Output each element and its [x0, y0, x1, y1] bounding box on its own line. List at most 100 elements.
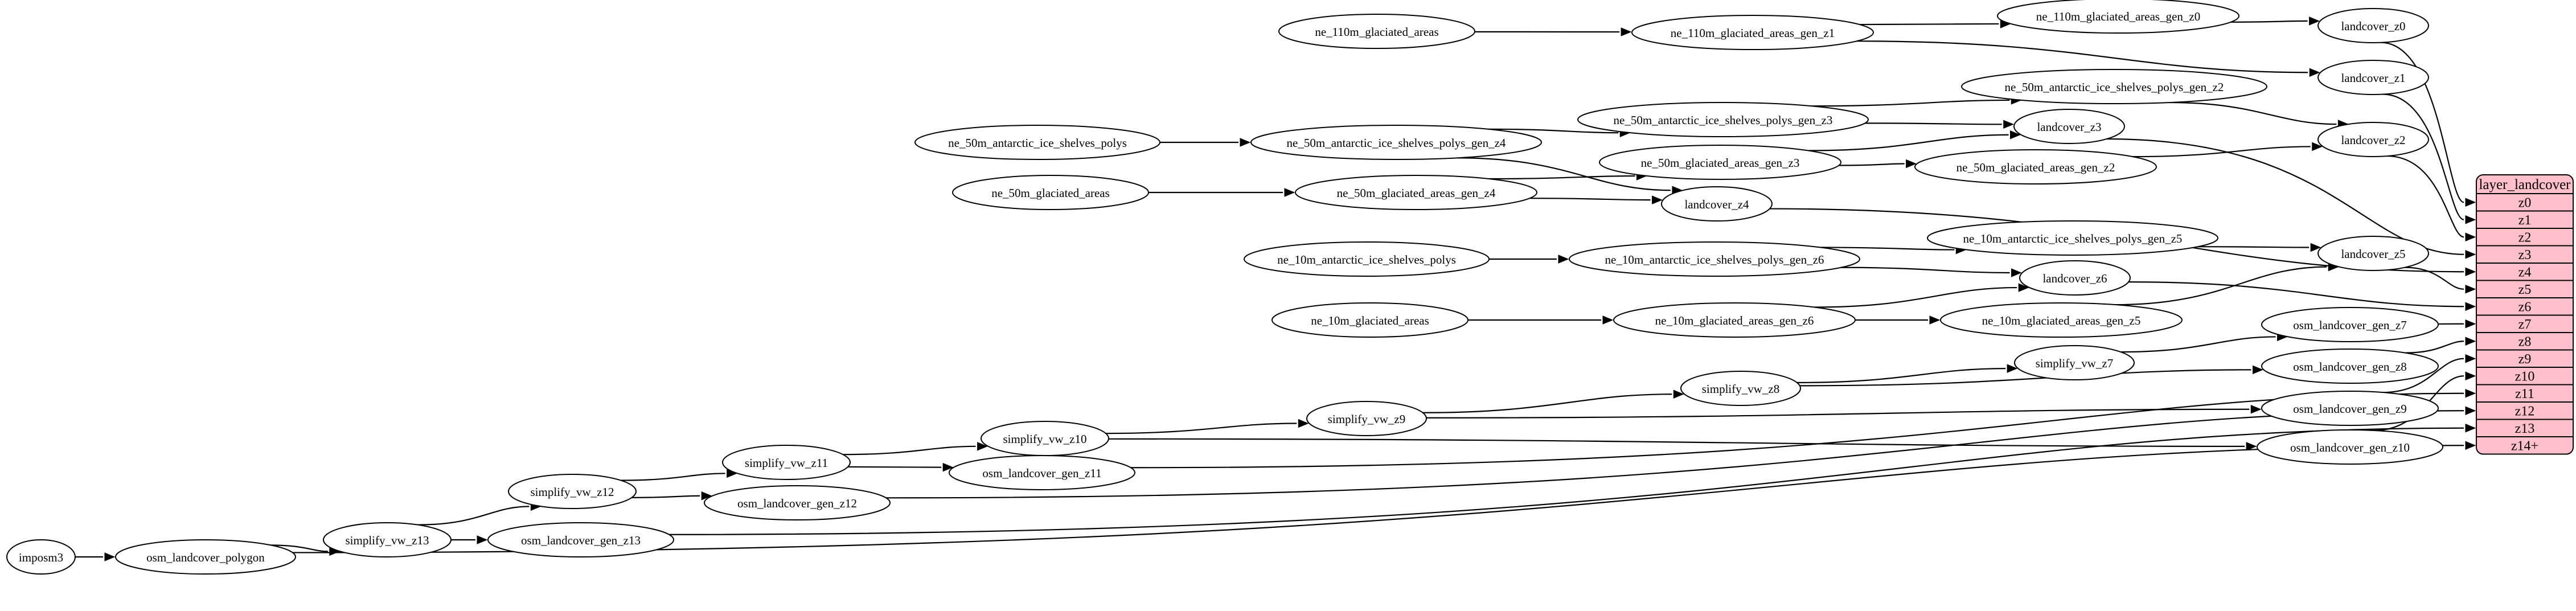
edge-arrowhead — [2465, 337, 2476, 346]
graph-node-landcover_z4[interactable]: landcover_z4 — [1661, 186, 1773, 222]
graph-node-osm_landcover_gen_z8[interactable]: osm_landcover_gen_z8 — [2261, 348, 2439, 384]
graph-node-ne_50m_antarctic_ice_shelves_polys_gen_z3[interactable]: ne_50m_antarctic_ice_shelves_polys_gen_z… — [1577, 102, 1869, 137]
edge-arrowhead — [2253, 365, 2263, 375]
graph-node-simplify_vw_z11[interactable]: simplify_vw_z11 — [722, 445, 851, 480]
node-shape — [6, 539, 76, 575]
graph-node-simplify_vw_z13[interactable]: simplify_vw_z13 — [323, 522, 452, 557]
node-shape — [1631, 15, 1874, 50]
graph-node-ne_50m_glaciated_areas_gen_z2[interactable]: ne_50m_glaciated_areas_gen_z2 — [1914, 149, 2157, 184]
node-shape — [1244, 241, 1490, 277]
graph-node-landcover_z6[interactable]: landcover_z6 — [2019, 260, 2131, 296]
table-row-z8[interactable]: z8 — [2518, 334, 2532, 349]
graph-node-osm_landcover_gen_z9[interactable]: osm_landcover_gen_z9 — [2261, 391, 2439, 426]
graph-node-imposm3[interactable]: imposm3 — [6, 539, 76, 575]
graph-node-ne_50m_glaciated_areas_gen_z3[interactable]: ne_50m_glaciated_areas_gen_z3 — [1599, 145, 1841, 180]
table-row-z5[interactable]: z5 — [2518, 282, 2532, 297]
edge-arrowhead — [2465, 198, 2476, 207]
graph-node-ne_50m_glaciated_areas[interactable]: ne_50m_glaciated_areas — [952, 175, 1149, 210]
graph-node-ne_10m_glaciated_areas_gen_z6[interactable]: ne_10m_glaciated_areas_gen_z6 — [1613, 302, 1856, 338]
edge-arrowhead — [2011, 268, 2022, 277]
graph-node-osm_landcover_gen_z10[interactable]: osm_landcover_gen_z10 — [2257, 429, 2443, 465]
graph-node-simplify_vw_z8[interactable]: simplify_vw_z8 — [1680, 371, 1801, 406]
graph-node-osm_landcover_gen_z13[interactable]: osm_landcover_gen_z13 — [487, 522, 674, 557]
table-row-z9[interactable]: z9 — [2518, 352, 2532, 367]
graph-node-simplify_vw_z7[interactable]: simplify_vw_z7 — [2014, 345, 2135, 380]
graph-edge — [631, 495, 700, 498]
table-row-z1[interactable]: z1 — [2518, 213, 2532, 228]
node-label: ne_10m_antarctic_ice_shelves_polys — [1277, 253, 1456, 266]
graph-edge — [1108, 438, 2245, 447]
graph-node-ne_50m_antarctic_ice_shelves_polys_gen_z4[interactable]: ne_50m_antarctic_ice_shelves_polys_gen_z… — [1250, 125, 1542, 160]
edge-arrowhead — [1929, 315, 1941, 325]
node-label: ne_50m_antarctic_ice_shelves_polys_gen_z… — [1614, 113, 1833, 127]
graph-node-landcover_z5[interactable]: landcover_z5 — [2317, 236, 2429, 271]
node-shape — [2014, 345, 2135, 380]
edge-arrowhead — [2465, 267, 2476, 276]
table-row-z11[interactable]: z11 — [2515, 387, 2534, 401]
node-shape — [1661, 186, 1773, 222]
graph-node-ne_50m_antarctic_ice_shelves_polys[interactable]: ne_50m_antarctic_ice_shelves_polys — [914, 125, 1160, 160]
graph-node-landcover_z0[interactable]: landcover_z0 — [2317, 8, 2429, 43]
graph-node-simplify_vw_z10[interactable]: simplify_vw_z10 — [981, 421, 1109, 456]
graph-node-osm_landcover_gen_z12[interactable]: osm_landcover_gen_z12 — [704, 485, 891, 520]
node-shape — [2257, 429, 2443, 465]
node-shape — [1250, 125, 1542, 160]
edge-arrowhead — [2465, 354, 2476, 363]
table-row-z0[interactable]: z0 — [2518, 195, 2532, 210]
node-label: landcover_z2 — [2341, 133, 2405, 147]
graph-node-osm_landcover_polygon[interactable]: osm_landcover_polygon — [115, 539, 296, 575]
node-shape — [1914, 149, 2157, 184]
graph-node-landcover_z2[interactable]: landcover_z2 — [2317, 122, 2429, 157]
edge-arrowhead — [2465, 250, 2476, 259]
graph-node-ne_10m_glaciated_areas[interactable]: ne_10m_glaciated_areas — [1271, 302, 1469, 338]
graph-node-osm_landcover_gen_z7[interactable]: osm_landcover_gen_z7 — [2261, 307, 2439, 342]
graph-node-landcover_z1[interactable]: landcover_z1 — [2317, 60, 2429, 95]
edge-arrowhead — [2465, 285, 2476, 294]
table-row-z6[interactable]: z6 — [2518, 300, 2532, 314]
graph-edge — [2405, 266, 2464, 290]
node-label: ne_10m_glaciated_areas — [1311, 314, 1429, 327]
graph-node-ne_10m_antarctic_ice_shelves_polys[interactable]: ne_10m_antarctic_ice_shelves_polys — [1244, 241, 1490, 277]
table-row-z3[interactable]: z3 — [2518, 248, 2532, 263]
node-label: simplify_vw_z9 — [1328, 412, 1406, 426]
table-row-z14+[interactable]: z14+ — [2511, 438, 2538, 453]
table-row-z13[interactable]: z13 — [2515, 421, 2535, 436]
graph-node-ne_110m_glaciated_areas_gen_z0[interactable]: ne_110m_glaciated_areas_gen_z0 — [1997, 0, 2239, 34]
graph-node-osm_landcover_gen_z11[interactable]: osm_landcover_gen_z11 — [949, 455, 1135, 490]
graph-node-ne_10m_antarctic_ice_shelves_polys_gen_z5[interactable]: ne_10m_antarctic_ice_shelves_polys_gen_z… — [1927, 220, 2218, 256]
graph-node-ne_110m_glaciated_areas[interactable]: ne_110m_glaciated_areas — [1278, 14, 1475, 49]
graph-node-ne_50m_glaciated_areas_gen_z4[interactable]: ne_50m_glaciated_areas_gen_z4 — [1295, 175, 1537, 210]
graph-node-ne_50m_antarctic_ice_shelves_polys_gen_z2[interactable]: ne_50m_antarctic_ice_shelves_polys_gen_z… — [1961, 69, 2267, 104]
table-row-z7[interactable]: z7 — [2518, 317, 2532, 332]
node-label: landcover_z4 — [1684, 198, 1749, 211]
edge-arrowhead — [1240, 138, 1251, 147]
edge-arrowhead — [2465, 441, 2476, 450]
graph-node-simplify_vw_z12[interactable]: simplify_vw_z12 — [508, 474, 637, 509]
graph-edge — [2383, 358, 2464, 393]
graph-edge — [621, 473, 725, 481]
graph-node-ne_10m_antarctic_ice_shelves_polys_gen_z6[interactable]: ne_10m_antarctic_ice_shelves_polys_gen_z… — [1569, 241, 1860, 277]
graph-node-simplify_vw_z9[interactable]: simplify_vw_z9 — [1306, 401, 1427, 436]
node-label: simplify_vw_z8 — [1702, 382, 1780, 396]
nodes-layer: ne_110m_glaciated_areas ne_110m_glaciated… — [6, 0, 2443, 575]
edge-arrowhead — [942, 462, 954, 472]
node-shape — [1680, 371, 1801, 406]
table-row-z4[interactable]: z4 — [2518, 265, 2532, 280]
node-label: landcover_z6 — [2042, 272, 2107, 285]
node-shape — [914, 125, 1160, 160]
edge-arrowhead — [2007, 364, 2018, 373]
edge-arrowhead — [2312, 142, 2323, 151]
node-label: ne_110m_glaciated_areas_gen_z1 — [1671, 26, 1835, 40]
graph-node-ne_10m_glaciated_areas_gen_z5[interactable]: ne_10m_glaciated_areas_gen_z5 — [1940, 302, 2183, 338]
graph-node-landcover_z3[interactable]: landcover_z3 — [2013, 109, 2125, 144]
table-row-z10[interactable]: z10 — [2515, 369, 2535, 384]
node-label: osm_landcover_gen_z8 — [2293, 360, 2406, 374]
node-label: ne_10m_antarctic_ice_shelves_polys_gen_z… — [1963, 232, 2183, 245]
node-label: simplify_vw_z12 — [531, 485, 614, 499]
table-row-z2[interactable]: z2 — [2518, 230, 2532, 245]
node-shape — [1613, 302, 1856, 338]
node-label: simplify_vw_z7 — [2036, 356, 2114, 370]
graph-node-ne_110m_glaciated_areas_gen_z1[interactable]: ne_110m_glaciated_areas_gen_z1 — [1631, 15, 1874, 50]
table-row-z12[interactable]: z12 — [2515, 404, 2535, 419]
